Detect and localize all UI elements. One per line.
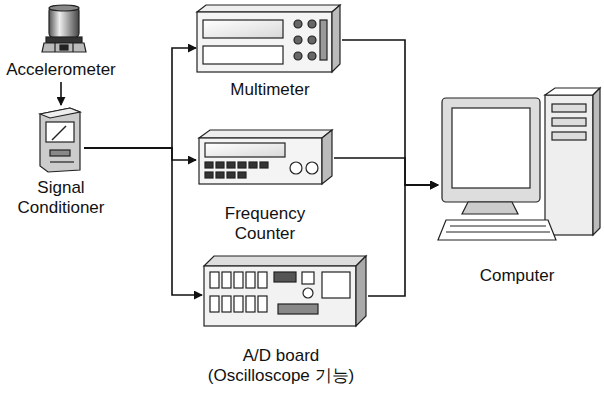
board-node: A/D board(Oscilloscope 기능) (190, 252, 372, 386)
computer-node: Computer (432, 86, 602, 286)
signal-connector (84, 148, 202, 295)
multimeter-icon (197, 5, 340, 72)
sensor-node: Accelerometer (3, 4, 119, 80)
instrument-node: Frequency Counter (192, 128, 338, 244)
signal-connector (60, 82, 62, 105)
signal-conditioner-icon (40, 108, 80, 172)
device-label: A/D board (243, 346, 320, 366)
ad-board-icon (204, 256, 366, 326)
computer-icon (438, 88, 600, 240)
device-label: Frequency Counter (210, 204, 320, 244)
conditioner-node: Signal Conditioner (5, 106, 117, 218)
signal-connector (342, 40, 438, 185)
accelerometer-icon (42, 5, 86, 52)
instrument-node: Multimeter (192, 3, 348, 100)
signal-connector (334, 158, 438, 185)
device-label: Signal Conditioner (11, 178, 111, 218)
frequency-counter-icon (199, 130, 332, 184)
device-label: Computer (480, 266, 555, 286)
device-label: (Oscilloscope 기능) (208, 366, 354, 386)
device-label: Multimeter (230, 80, 309, 100)
signal-connector (84, 148, 196, 160)
device-label: Accelerometer (6, 60, 116, 80)
signal-connector (368, 185, 438, 296)
